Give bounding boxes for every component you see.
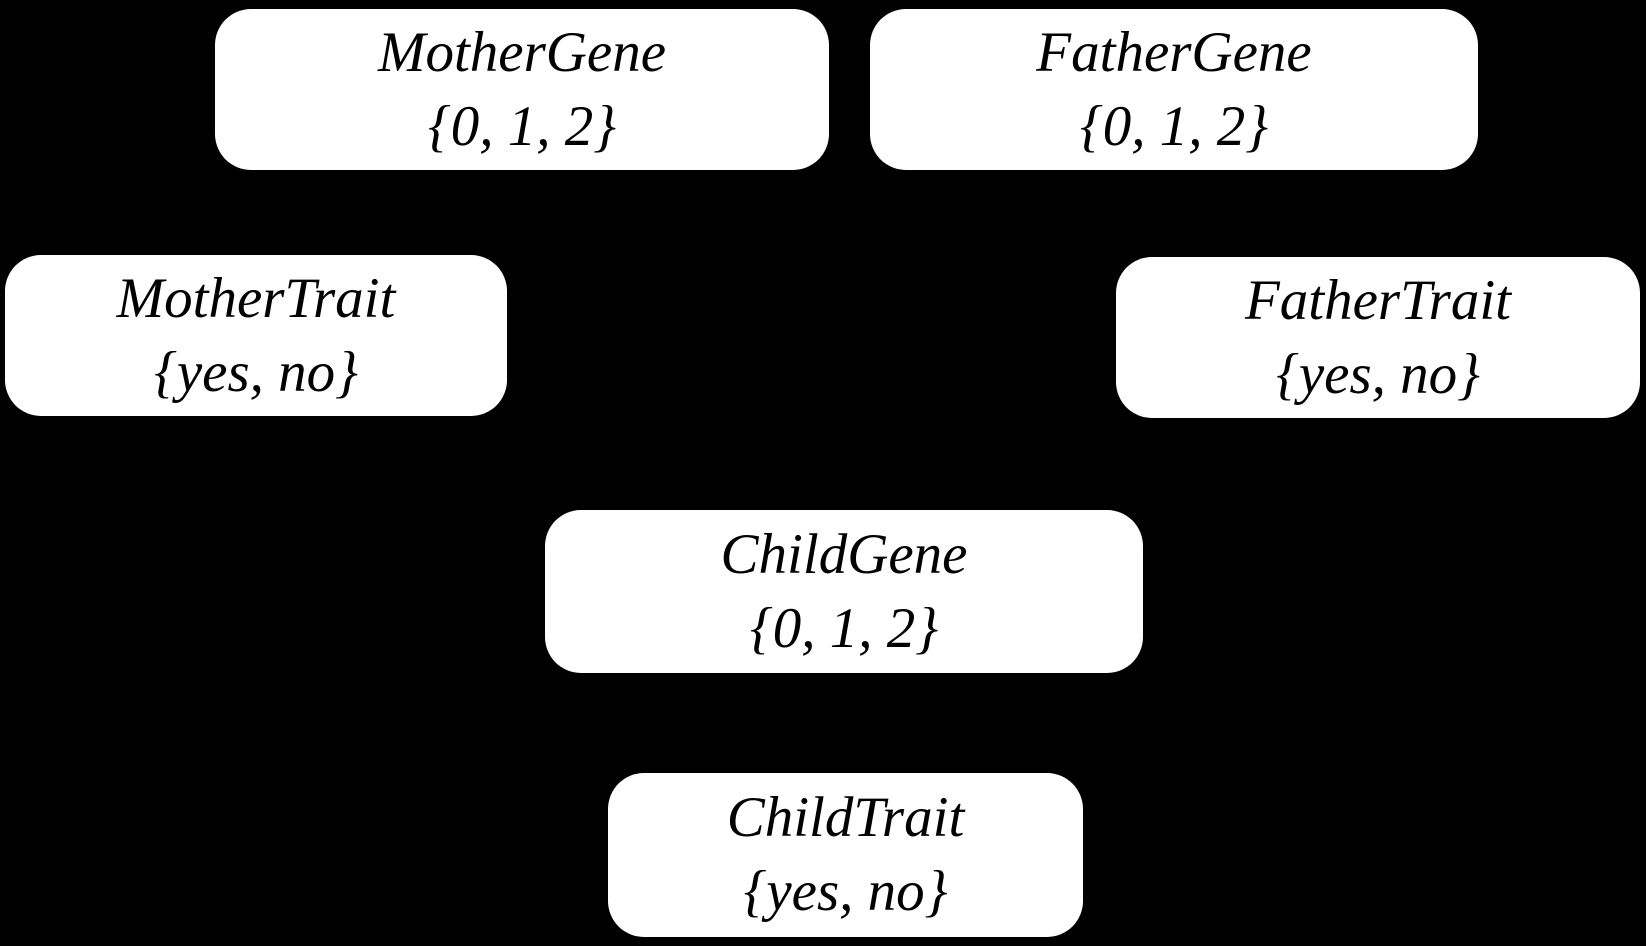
node-father-gene: FatherGene {0, 1, 2} bbox=[870, 9, 1478, 170]
node-father-trait: FatherTrait {yes, no} bbox=[1116, 257, 1640, 418]
node-child-trait-domain: {yes, no} bbox=[743, 860, 948, 923]
node-father-gene-label: FatherGene bbox=[1036, 20, 1312, 84]
node-mother-gene-domain: {0, 1, 2} bbox=[427, 94, 617, 158]
node-child-trait: ChildTrait {yes, no} bbox=[608, 773, 1083, 937]
node-child-trait-label: ChildTrait bbox=[726, 786, 965, 849]
node-mother-trait: MotherTrait {yes, no} bbox=[5, 255, 507, 416]
node-father-trait-label: FatherTrait bbox=[1244, 268, 1512, 332]
node-mother-trait-label: MotherTrait bbox=[116, 266, 396, 330]
node-child-gene: ChildGene {0, 1, 2} bbox=[545, 510, 1143, 673]
node-mother-gene: MotherGene {0, 1, 2} bbox=[215, 9, 829, 170]
node-mother-trait-domain: {yes, no} bbox=[154, 340, 358, 404]
node-child-gene-label: ChildGene bbox=[720, 522, 968, 586]
node-mother-gene-label: MotherGene bbox=[377, 20, 667, 84]
node-father-gene-domain: {0, 1, 2} bbox=[1079, 94, 1269, 158]
node-child-gene-domain: {0, 1, 2} bbox=[749, 596, 939, 660]
node-father-trait-domain: {yes, no} bbox=[1276, 342, 1480, 406]
